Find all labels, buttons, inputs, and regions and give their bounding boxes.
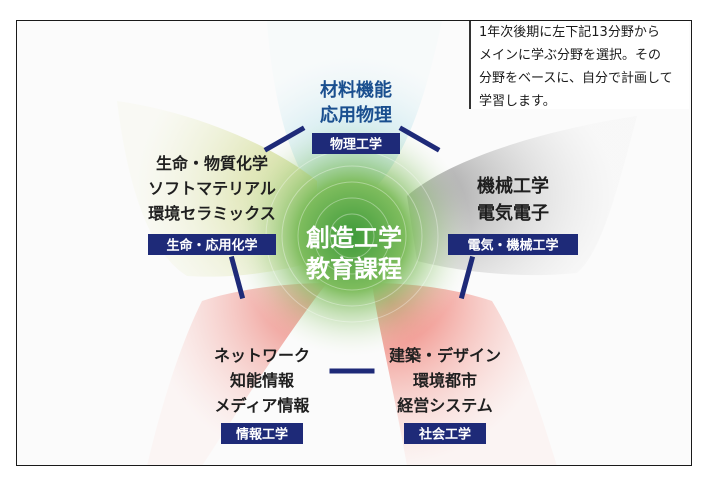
field-line: ネットワーク [214, 346, 310, 365]
center-title-line-1: 創造工学 [306, 224, 402, 252]
field-line: 建築・デザイン [389, 346, 501, 365]
field-line: 生命・物質化学 [156, 154, 268, 173]
petal-top: 材料機能 応用物理 物理工学 [312, 79, 400, 154]
category-badge [404, 423, 486, 444]
note-box: 1年次後期に左下記13分野から メインに学ぶ分野を選択。その 分野をベースに、自… [469, 21, 689, 109]
note-line: メインに学ぶ分野を選択。その [479, 48, 662, 63]
category-label: 生命・応用化学 [166, 238, 257, 254]
category-label: 社会工学 [418, 427, 471, 443]
category-badge [148, 234, 276, 255]
note-line: 分野をベースに、自分で計画して [479, 71, 673, 86]
field-line: 知能情報 [230, 371, 295, 390]
center-glow [232, 116, 472, 356]
category-badge [448, 234, 578, 255]
pentagon-connectors [228, 125, 476, 374]
category-label: 情報工学 [236, 427, 288, 443]
petal-right: 機械工学 電気電子 電気・機械工学 [448, 175, 578, 255]
center-title-line-2: 教育課程 [306, 255, 402, 283]
note-line: 1年次後期に左下記13分野から [479, 25, 660, 40]
petal-bottom-right: 建築・デザイン 環境都市 経営システム 社会工学 [389, 346, 501, 444]
field-line: ソフトマテリアル [148, 179, 276, 198]
field-line: 環境セラミックス [148, 204, 276, 223]
diagram-frame: 創造工学 教育課程 材料機能 応用物理 物理工学 機械工学 電気電子 電気・機械… [16, 20, 692, 466]
category-badge [221, 423, 303, 444]
category-badge [312, 133, 400, 154]
field-line: 応用物理 [320, 104, 392, 126]
field-line: 電気電子 [477, 202, 549, 224]
category-label: 電気・機械工学 [467, 238, 558, 254]
field-diagram: 創造工学 教育課程 材料機能 応用物理 物理工学 機械工学 電気電子 電気・機械… [117, 21, 637, 465]
field-line: 材料機能 [320, 79, 392, 101]
petal-left: 生命・物質化学 ソフトマテリアル 環境セラミックス 生命・応用化学 [148, 154, 276, 255]
field-line: メディア情報 [215, 396, 311, 415]
field-line: 機械工学 [477, 175, 549, 197]
petal-bottom-left: ネットワーク 知能情報 メディア情報 情報工学 [214, 346, 310, 444]
field-line: 経営システム [397, 396, 493, 415]
category-label: 物理工学 [330, 137, 382, 153]
field-line: 環境都市 [413, 371, 477, 390]
note-line: 学習します。 [479, 94, 556, 109]
